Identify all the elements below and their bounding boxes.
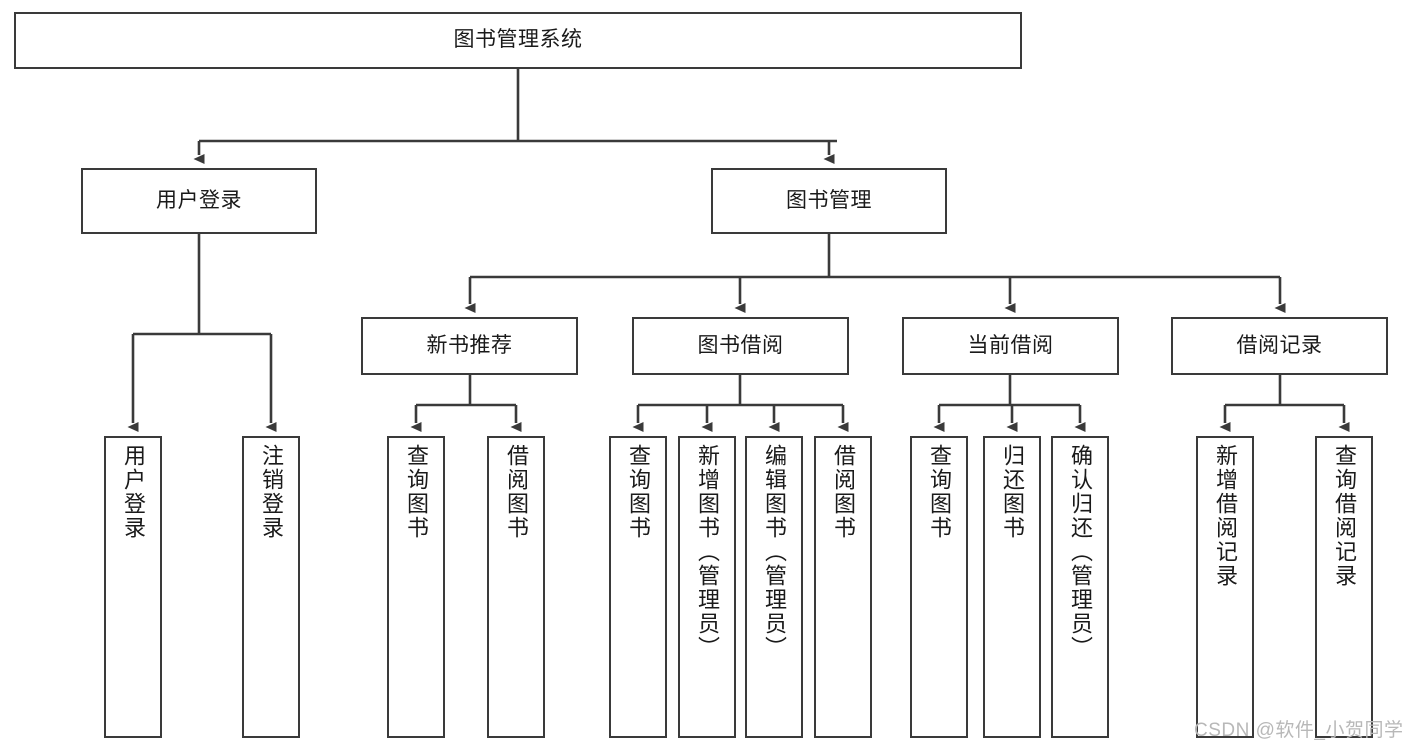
node-leaf-borrow-book-1[interactable]: 借阅图书 (487, 436, 545, 738)
node-root-system[interactable]: 图书管理系统 (14, 12, 1022, 69)
node-leaf-user-login[interactable]: 用户登录 (104, 436, 162, 738)
node-label: 查询图书 (927, 444, 952, 540)
node-leaf-query-book-3[interactable]: 查询图书 (910, 436, 968, 738)
node-leaf-logout[interactable]: 注销登录 (242, 436, 300, 738)
node-label: 借阅图书 (504, 444, 529, 540)
node-leaf-query-book-1[interactable]: 查询图书 (387, 436, 445, 738)
node-leaf-query-book-2[interactable]: 查询图书 (609, 436, 667, 738)
node-label: 注销登录 (259, 444, 284, 540)
node-label: 新增图书（管理员） (695, 444, 720, 660)
node-book-borrow[interactable]: 图书借阅 (632, 317, 849, 375)
node-label: 当前借阅 (967, 333, 1054, 357)
node-label: 图书管理系统 (453, 28, 583, 52)
node-label: 查询借阅记录 (1332, 444, 1357, 588)
node-label: 图书借阅 (697, 333, 784, 357)
node-new-book-recommend[interactable]: 新书推荐 (361, 317, 578, 375)
node-label: 图书管理 (786, 188, 872, 212)
node-label: 归还图书 (1000, 444, 1025, 540)
csdn-watermark: CSDN @软件_小贺同学 (1194, 720, 1404, 741)
node-leaf-query-record[interactable]: 查询借阅记录 (1315, 436, 1373, 738)
node-label: 新增借阅记录 (1213, 444, 1238, 588)
node-leaf-add-book[interactable]: 新增图书（管理员） (678, 436, 736, 738)
node-label: 查询图书 (626, 444, 651, 540)
node-leaf-return-book[interactable]: 归还图书 (983, 436, 1041, 738)
node-leaf-confirm-return[interactable]: 确认归还（管理员） (1051, 436, 1109, 738)
node-book-manage[interactable]: 图书管理 (711, 168, 947, 234)
node-borrow-record[interactable]: 借阅记录 (1171, 317, 1388, 375)
node-label: 确认归还（管理员） (1068, 444, 1093, 660)
node-current-borrow[interactable]: 当前借阅 (902, 317, 1119, 375)
node-label: 用户登录 (121, 444, 146, 540)
node-label: 用户登录 (156, 188, 242, 212)
node-user-login[interactable]: 用户登录 (81, 168, 317, 234)
node-leaf-borrow-book-2[interactable]: 借阅图书 (814, 436, 872, 738)
node-leaf-edit-book[interactable]: 编辑图书（管理员） (745, 436, 803, 738)
node-label: 借阅图书 (831, 444, 856, 540)
node-label: 查询图书 (404, 444, 429, 540)
node-label: 编辑图书（管理员） (762, 444, 787, 660)
node-label: 借阅记录 (1236, 333, 1323, 357)
node-leaf-add-record[interactable]: 新增借阅记录 (1196, 436, 1254, 738)
node-label: 新书推荐 (426, 333, 513, 357)
